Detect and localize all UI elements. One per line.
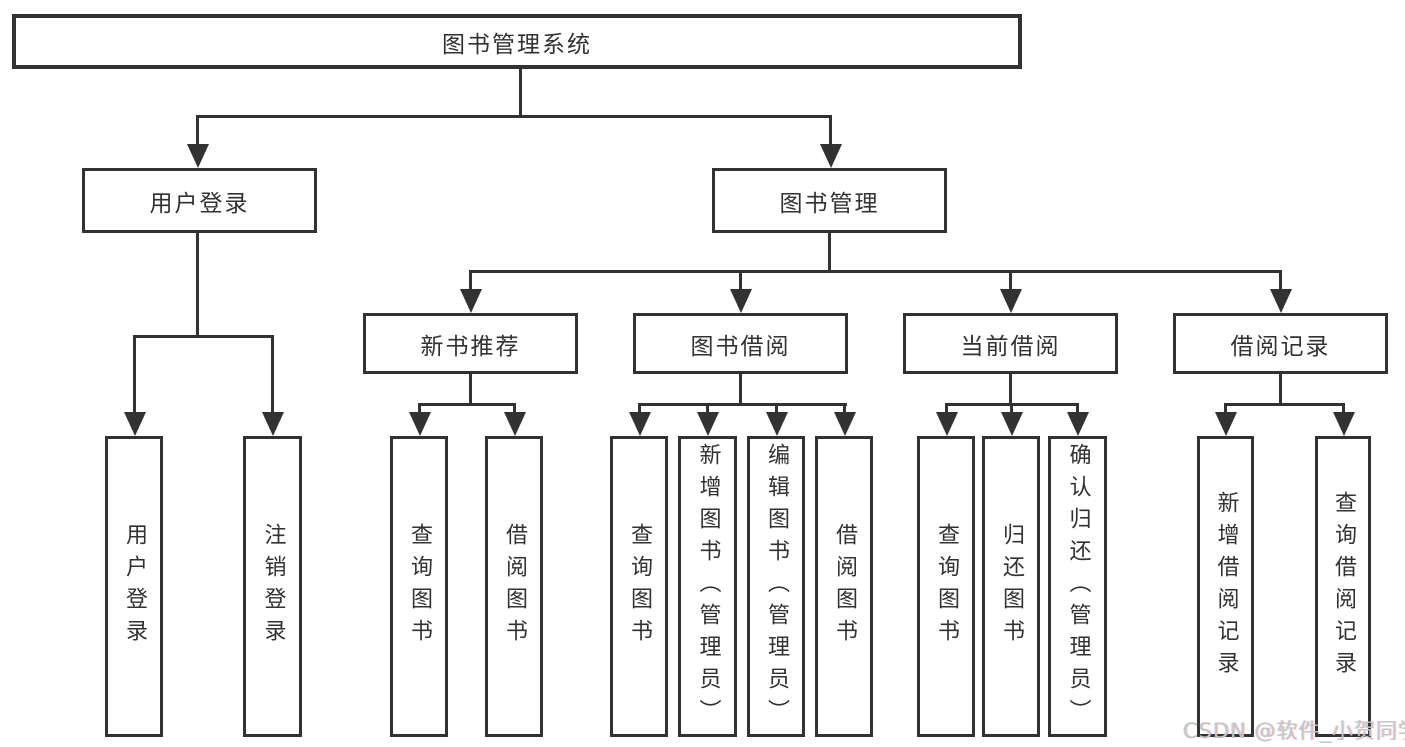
connector-arrow-leaf0: [133, 335, 136, 413]
connector-l3-0-stub: [469, 372, 472, 406]
node-user-login: 用户登录: [82, 168, 317, 233]
leaf-add-borrow-record: 新增借阅记录: [1197, 436, 1254, 737]
leaf-borrow-book-2-label: 借阅图书: [832, 522, 857, 651]
connector-split-newbook: [418, 403, 516, 406]
node-root: 图书管理系统: [12, 14, 1022, 69]
leaf-borrow-book-1-label: 借阅图书: [502, 522, 527, 651]
leaf-edit-book-admin: 编辑图书（管理员）: [747, 436, 805, 737]
arrowhead-leaf3: [504, 412, 526, 436]
leaf-add-book-admin-label: 新增图书（管理员）: [695, 442, 721, 731]
connector-arrow-leaf9: [1010, 403, 1013, 415]
leaf-return-book: 归还图书: [982, 436, 1040, 737]
connector-l3-3-stub: [1279, 372, 1282, 406]
node-new-book-recommend: 新书推荐: [363, 313, 578, 374]
connector-l3-2-stub: [1009, 372, 1012, 406]
node-root-label: 图书管理系统: [442, 31, 592, 58]
leaf-query-book-2-label: 查询图书: [627, 522, 652, 651]
connector-level1-bus: [196, 115, 832, 118]
connector-root-stub: [519, 66, 522, 118]
arrowhead-l3-3: [1270, 289, 1292, 313]
leaf-user-login: 用户登录: [105, 436, 163, 737]
leaf-query-book-1: 查询图书: [390, 436, 448, 737]
connector-split-borrow: [638, 403, 847, 406]
arrowhead-leaf11: [1215, 412, 1237, 436]
arrowhead-leaf1: [262, 412, 284, 436]
leaf-query-book-3: 查询图书: [917, 436, 975, 737]
node-book-management: 图书管理: [712, 168, 947, 233]
node-user-login-label: 用户登录: [149, 190, 250, 217]
connector-mgmt-stub: [828, 231, 831, 273]
connector-arrow-leaf4: [638, 403, 641, 415]
connector-arrow-leaf12: [1342, 403, 1345, 415]
node-new-book-recommend-label: 新书推荐: [420, 333, 521, 360]
leaf-query-book-3-label: 查询图书: [934, 522, 959, 651]
connector-arrow-leaf11: [1224, 403, 1227, 415]
leaf-add-borrow-record-label: 新增借阅记录: [1213, 490, 1239, 683]
arrowhead-leaf8: [936, 412, 958, 436]
node-borrow-records: 借阅记录: [1173, 313, 1388, 374]
node-book-borrow: 图书借阅: [633, 313, 848, 374]
leaf-user-login-label: 用户登录: [122, 522, 147, 651]
connector-arrow-leaf3: [513, 403, 516, 415]
arrowhead-l3-1: [730, 289, 752, 313]
connector-l3-1-stub: [739, 372, 742, 406]
leaf-query-borrow-record-label: 查询借阅记录: [1331, 490, 1356, 683]
arrowhead-leaf9: [1001, 412, 1023, 436]
arrowhead-leaf4: [629, 412, 651, 436]
node-current-borrow: 当前借阅: [903, 313, 1118, 374]
connector-split-records: [1224, 403, 1345, 406]
arrowhead-leaf5: [697, 412, 719, 436]
arrowhead-mgmt: [820, 144, 842, 168]
leaf-logout: 注销登录: [243, 436, 302, 737]
leaf-confirm-return-admin: 确认归还（管理员）: [1048, 436, 1107, 737]
connector-arrow-leaf2: [418, 403, 421, 415]
leaf-query-book-1-label: 查询图书: [407, 522, 432, 651]
leaf-borrow-book-2: 借阅图书: [815, 436, 873, 737]
connector-arrow-leaf5: [706, 403, 709, 415]
leaf-edit-book-admin-label: 编辑图书（管理员）: [764, 442, 789, 731]
arrowhead-leaf2: [409, 412, 431, 436]
connector-arrow-leaf1: [271, 335, 274, 413]
leaf-query-borrow-record: 查询借阅记录: [1315, 436, 1371, 737]
connector-arrow-mgmt: [829, 115, 832, 145]
connector-arrow-leaf7: [843, 403, 846, 415]
node-book-borrow-label: 图书借阅: [690, 333, 791, 360]
arrowhead-leaf12: [1333, 412, 1355, 436]
connector-arrow-leaf8: [945, 403, 948, 415]
connector-arrow-l3-2: [1009, 270, 1012, 290]
leaf-confirm-return-admin-label: 确认归还（管理员）: [1065, 442, 1091, 731]
leaf-add-book-admin: 新增图书（管理员）: [678, 436, 737, 737]
node-borrow-records-label: 借阅记录: [1230, 333, 1331, 360]
arrowhead-leaf6: [766, 412, 788, 436]
arrowhead-leaf7: [834, 412, 856, 436]
connector-login-split: [133, 335, 274, 338]
connector-arrow-l3-1: [739, 270, 742, 290]
leaf-return-book-label: 归还图书: [999, 522, 1024, 651]
connector-arrow-login: [196, 115, 199, 145]
arrowhead-l3-0: [460, 289, 482, 313]
arrowhead-login: [187, 144, 209, 168]
leaf-logout-label: 注销登录: [260, 522, 286, 651]
leaf-query-book-2: 查询图书: [610, 436, 668, 737]
connector-arrow-leaf10: [1076, 403, 1079, 415]
arrowhead-l3-2: [1000, 289, 1022, 313]
connector-level3-bus: [469, 270, 1282, 273]
connector-arrow-leaf6: [775, 403, 778, 415]
leaf-borrow-book-1: 借阅图书: [485, 436, 543, 737]
connector-arrow-l3-3: [1279, 270, 1282, 290]
connector-arrow-l3-0: [469, 270, 472, 290]
node-book-management-label: 图书管理: [779, 190, 880, 217]
node-current-borrow-label: 当前借阅: [960, 333, 1061, 360]
connector-login-stub: [196, 231, 199, 338]
csdn-watermark: CSDN @软件_小贺同学: [1183, 719, 1405, 743]
arrowhead-leaf10: [1067, 412, 1089, 436]
arrowhead-leaf0: [124, 412, 146, 436]
